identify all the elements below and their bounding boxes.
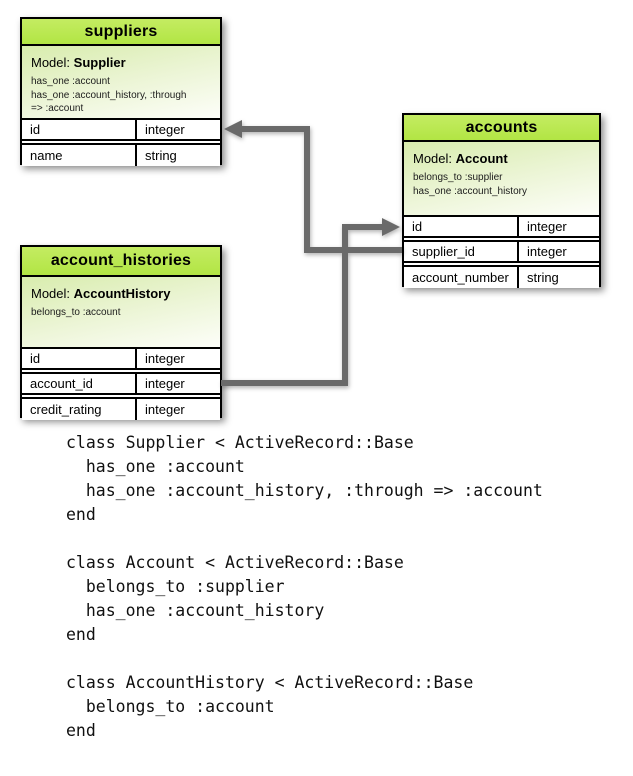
column-type: integer [517, 217, 599, 236]
model-line: Model: AccountHistory [31, 286, 212, 301]
code-block-account: class Account < ActiveRecord::Base belon… [66, 551, 543, 647]
table-title-account-histories: account_histories [22, 247, 220, 277]
association-line: has_one :account_history, :through [31, 89, 187, 101]
model-name: Supplier [73, 55, 126, 70]
table-row: name string [22, 143, 220, 166]
column-name: id [30, 122, 41, 137]
entity-table-suppliers: suppliers Model: Supplier has_one :accou… [20, 17, 222, 166]
code-block-supplier: class Supplier < ActiveRecord::Base has_… [66, 431, 543, 527]
code-line: has_one :account_history, :through => :a… [66, 481, 543, 500]
code-line: class AccountHistory < ActiveRecord::Bas… [66, 673, 474, 692]
association-line: belongs_to :supplier [413, 172, 503, 183]
table-model-section: Model: Supplier has_one :account has_one… [22, 46, 220, 120]
code-line: has_one :account_history [66, 601, 325, 620]
column-type: integer [135, 399, 220, 420]
table-rows: id integer supplier_id integer account_n… [404, 217, 599, 288]
column-name: id [412, 219, 423, 234]
column-type: integer [517, 242, 599, 261]
column-name: id [30, 351, 41, 366]
table-rows: id integer account_id integer credit_rat… [22, 349, 220, 420]
code-line: class Supplier < ActiveRecord::Base [66, 433, 414, 452]
association-line: has_one :account [31, 76, 110, 87]
ruby-code-listing: class Supplier < ActiveRecord::Base has_… [66, 431, 543, 767]
column-name: credit_rating [30, 402, 102, 417]
code-block-account-history: class AccountHistory < ActiveRecord::Bas… [66, 671, 543, 743]
column-name: supplier_id [412, 244, 475, 259]
table-title-accounts: accounts [404, 115, 599, 142]
arrow-accounts-to-suppliers [224, 120, 402, 253]
code-line: belongs_to :supplier [66, 577, 285, 596]
association-line: => :account [31, 103, 84, 114]
column-name: name [30, 148, 63, 163]
column-type: string [517, 267, 599, 288]
table-row: id integer [22, 120, 220, 141]
table-row: account_id integer [22, 372, 220, 395]
column-type: integer [135, 120, 220, 139]
table-row: id integer [22, 349, 220, 370]
model-name: AccountHistory [73, 286, 171, 301]
table-model-section: Model: AccountHistory belongs_to :accoun… [22, 277, 220, 349]
code-line: belongs_to :account [66, 697, 275, 716]
column-type: integer [135, 349, 220, 368]
table-rows: id integer name string [22, 120, 220, 166]
table-row: id integer [404, 217, 599, 238]
table-title-suppliers: suppliers [22, 19, 220, 46]
model-label: Model: [31, 55, 71, 70]
model-name: Account [455, 151, 508, 166]
entity-table-account-histories: account_histories Model: AccountHistory … [20, 245, 222, 420]
arrowhead-right-icon [382, 218, 400, 236]
arrow-account-histories-to-accounts [221, 218, 400, 386]
table-row: account_number string [404, 265, 599, 288]
model-label: Model: [413, 151, 453, 166]
entity-table-accounts: accounts Model: Account belongs_to :supp… [402, 113, 601, 288]
column-name: account_id [30, 376, 93, 391]
code-line: class Account < ActiveRecord::Base [66, 553, 404, 572]
model-label: Model: [31, 286, 71, 301]
code-line: end [66, 625, 96, 644]
arrowhead-left-icon [224, 120, 242, 138]
table-row: supplier_id integer [404, 240, 599, 263]
code-line: has_one :account [66, 457, 245, 476]
column-type: integer [135, 374, 220, 393]
column-name: account_number [412, 270, 509, 285]
table-model-section: Model: Account belongs_to :supplier has_… [404, 142, 599, 217]
model-line: Model: Account [413, 151, 591, 166]
table-row: credit_rating integer [22, 397, 220, 420]
column-type: string [135, 145, 220, 166]
association-line: belongs_to :account [31, 307, 121, 318]
code-line: end [66, 505, 96, 524]
model-line: Model: Supplier [31, 55, 212, 70]
code-line: end [66, 721, 96, 740]
association-line: has_one :account_history [413, 185, 527, 197]
